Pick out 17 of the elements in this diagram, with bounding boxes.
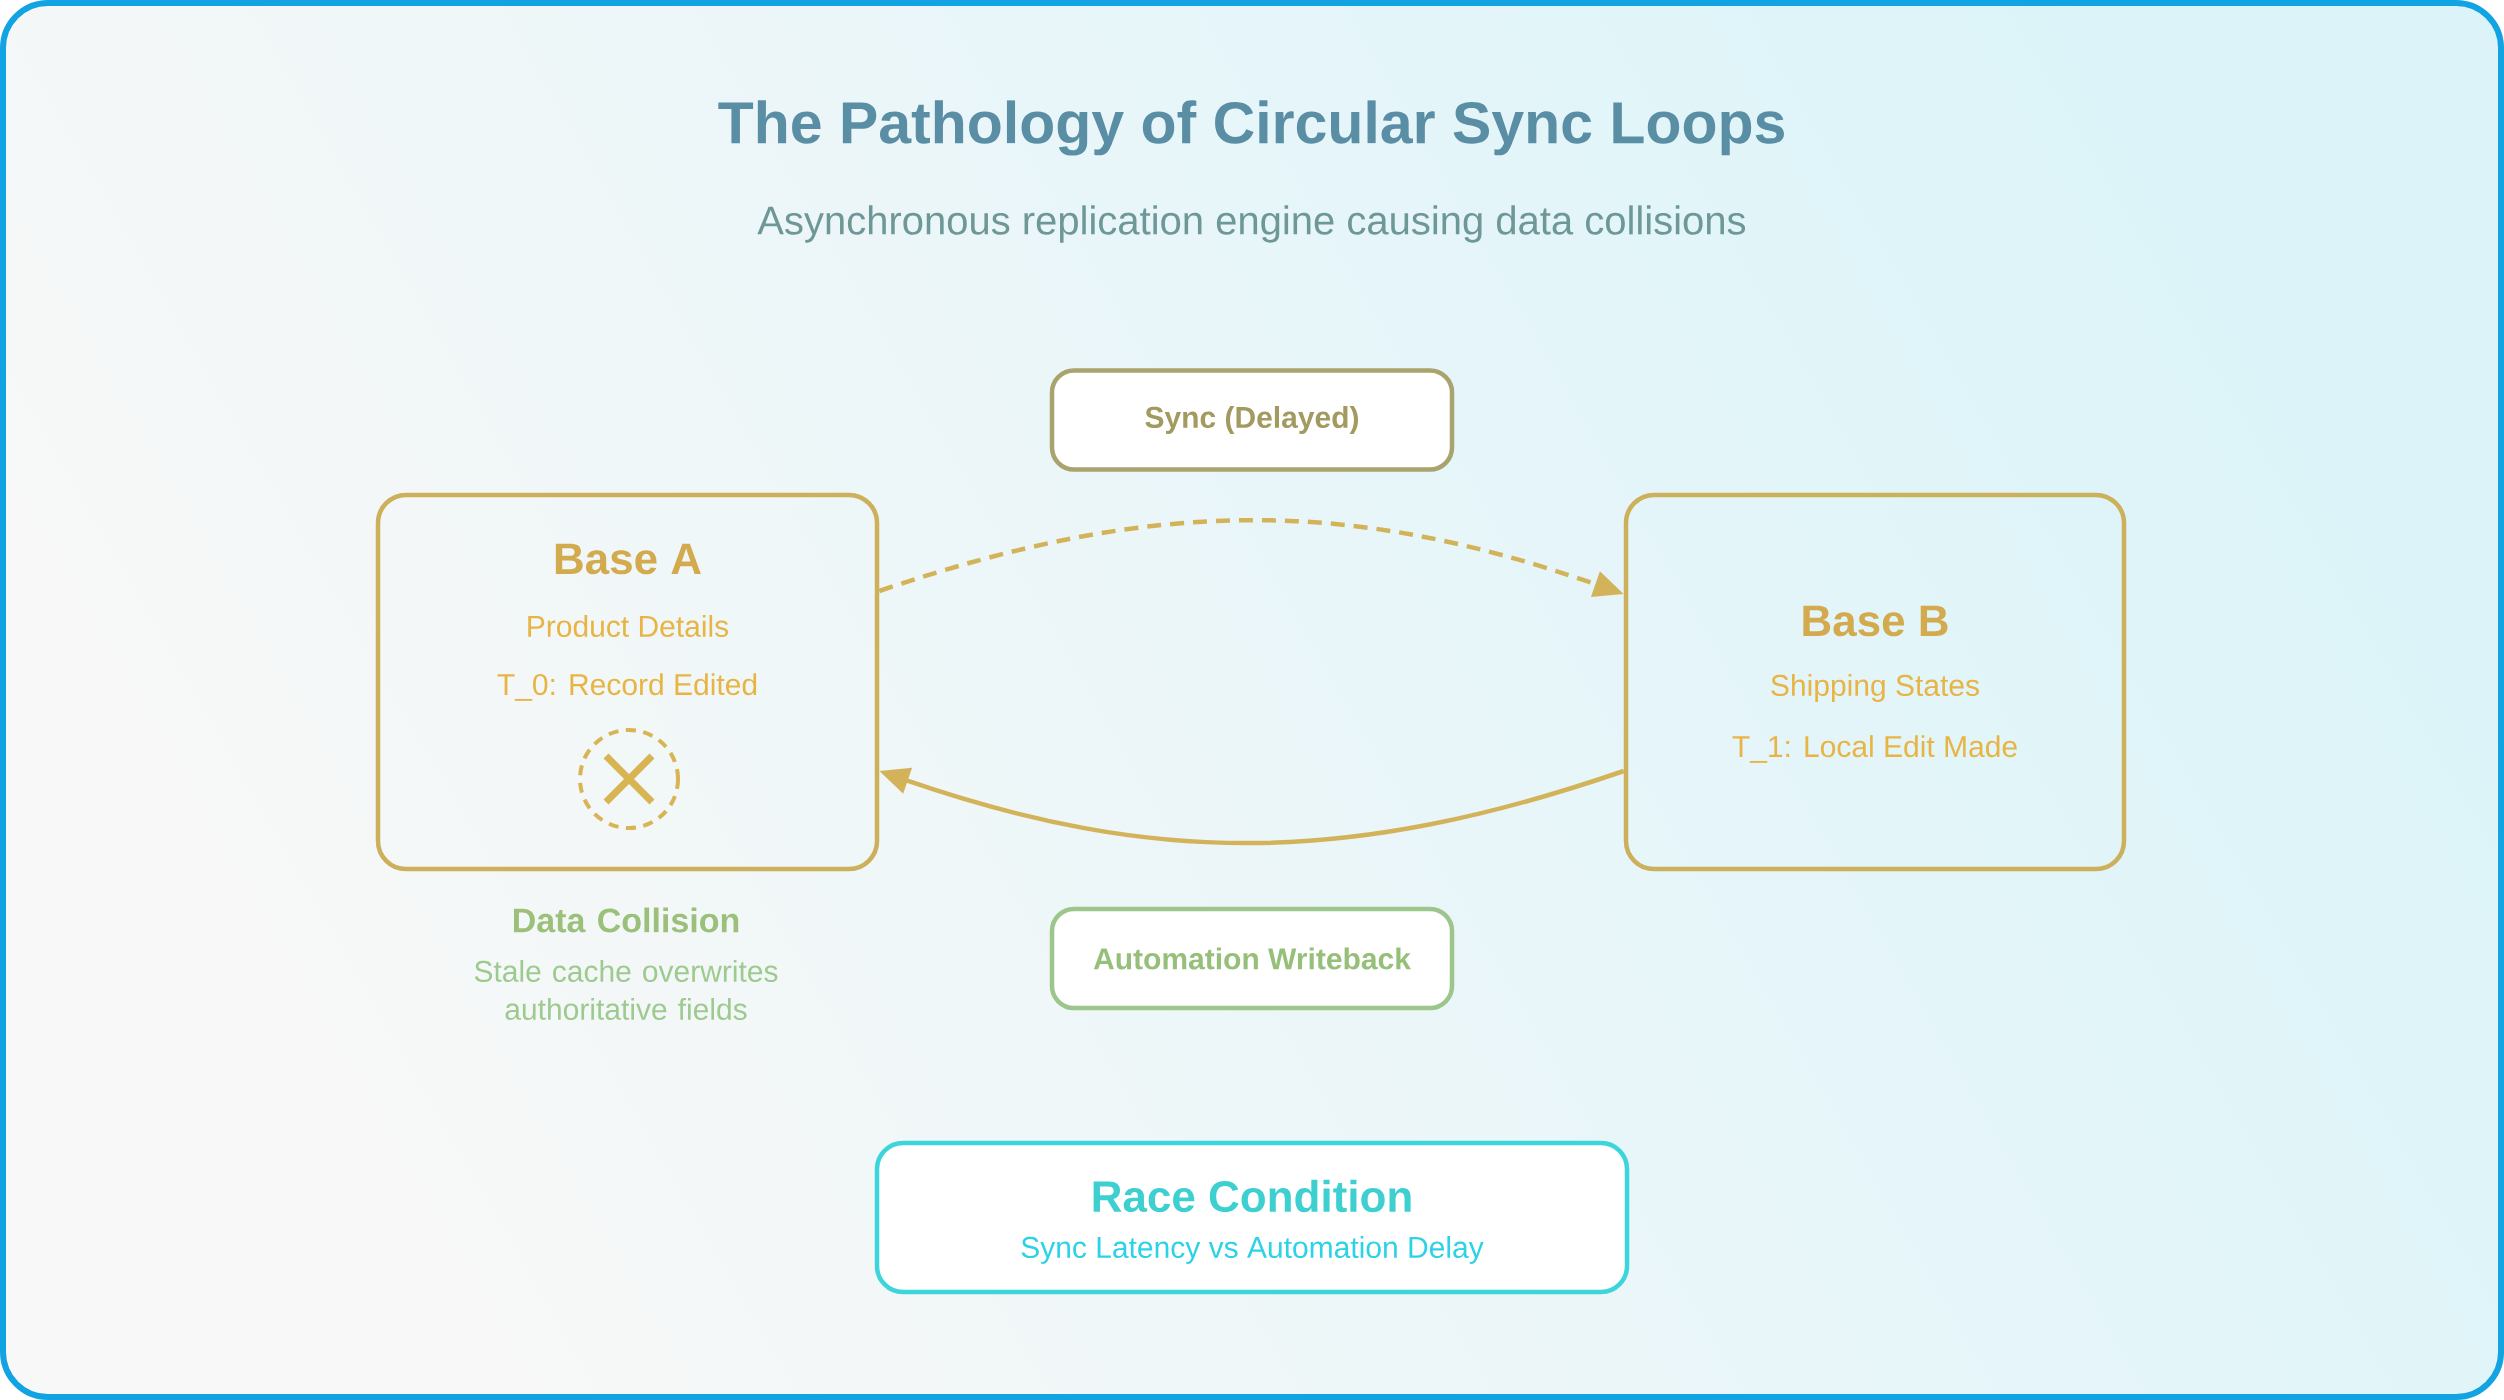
status-box: [874, 1140, 1630, 1295]
box-text: Shipping States: [1771, 674, 1979, 702]
label-box: Automation Writeback: [1049, 906, 1455, 1011]
label-box: Sync (Delayed): [1049, 368, 1455, 472]
box-heading: Base B: [1803, 605, 1948, 637]
box-text: T_0: Record Edited: [497, 673, 757, 701]
title: The Pathology of Circular Sync Loops: [718, 100, 1784, 156]
process-box: [375, 492, 880, 872]
box-text: T_1: Local Edit Made: [1732, 735, 2017, 763]
subtitle: Asynchronous replication engine causing data collisions: [757, 205, 1746, 243]
box-text: Product Details: [528, 615, 729, 637]
box-text: Sync Latency vs Automation Delay: [1021, 1236, 1484, 1264]
box-heading: Base A: [555, 543, 701, 575]
box-heading: Race Condition: [1093, 1179, 1411, 1213]
caption-text: Stale cache overwrites authoritative fields: [474, 960, 778, 1020]
process-box: [1623, 492, 2127, 872]
caption-heading: Data Collision: [514, 907, 739, 933]
